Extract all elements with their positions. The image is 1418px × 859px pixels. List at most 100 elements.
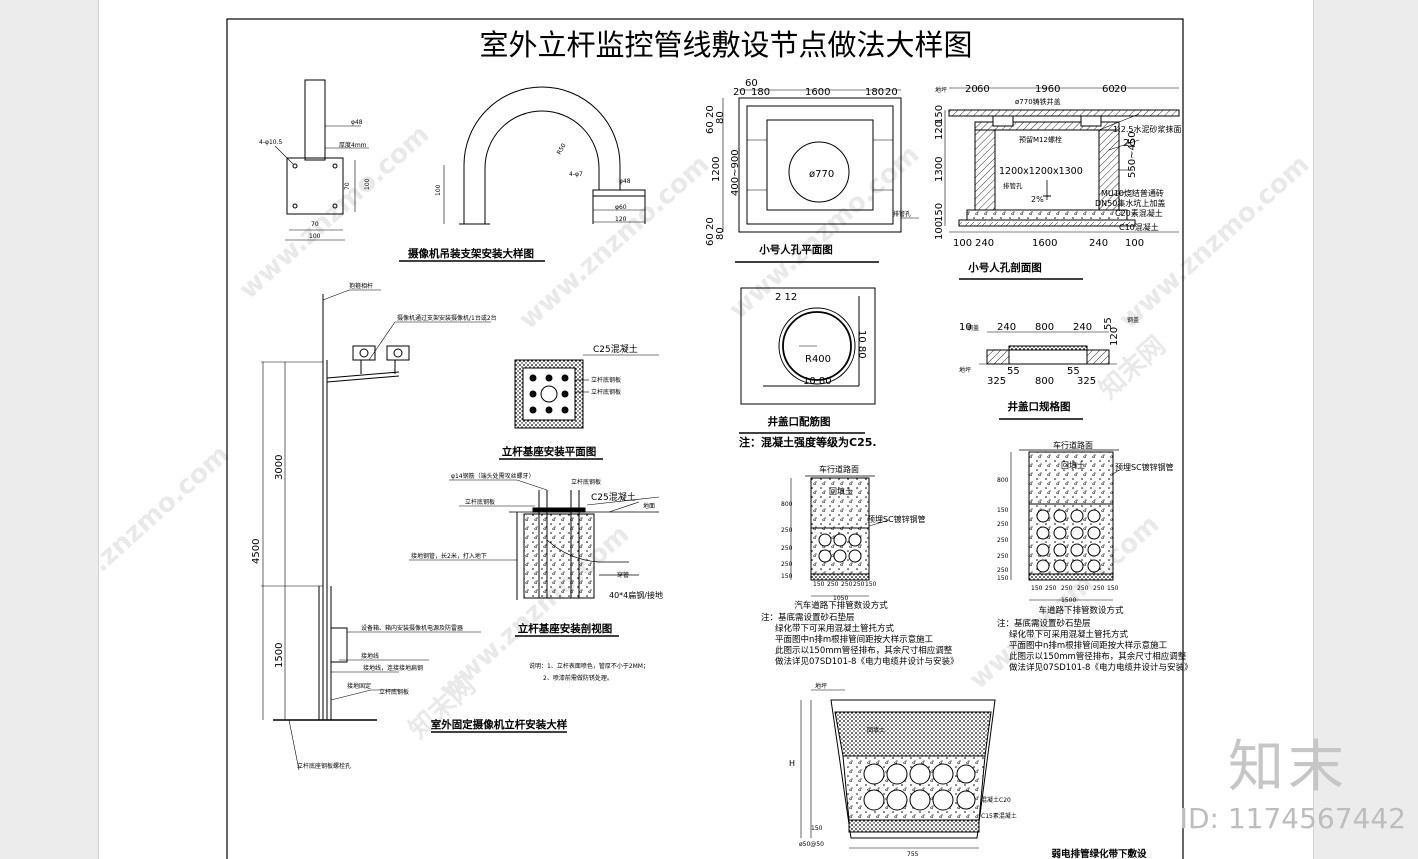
- pole-caption: 室外固定摄像机立杆安装大样: [431, 718, 568, 731]
- cover-dim: 800: [1035, 376, 1054, 387]
- mh-dim: 80: [715, 227, 726, 240]
- ms-label: ø770铸铁井盖: [1015, 97, 1061, 106]
- ms-label: 排管孔: [1003, 181, 1023, 190]
- mh-dim: 400~900: [730, 149, 741, 196]
- lane-dim: 250: [1077, 585, 1089, 592]
- lane-dim: 250: [997, 521, 1009, 528]
- pole-label: 接地线，连接接地扁钢: [363, 664, 423, 672]
- ms-dim: 1300: [934, 157, 945, 182]
- bracket-dim: 100: [435, 184, 442, 196]
- bracket-dim: φ48: [619, 178, 631, 185]
- lane-duct: [1010, 449, 1120, 601]
- bracket-dim: 120: [615, 216, 627, 223]
- pole-note: 说明：1、立杆表面喷色，管厚不小于2MM；: [529, 662, 649, 670]
- base-plan-caption: 立杆基座安装平面图: [502, 445, 597, 458]
- base-section: [409, 479, 660, 600]
- pole-label: 摄像机通过支架安装摄像机/1台或2台: [397, 314, 497, 322]
- section-label: 立杆底钢板: [571, 478, 601, 486]
- watermark-text: www.znzmo.com: [514, 149, 716, 335]
- ms-label: C10混凝土: [1119, 222, 1159, 232]
- ms-dim: 120: [934, 121, 945, 140]
- road-dim: 250: [781, 561, 793, 568]
- weak-dim: 150: [811, 825, 823, 832]
- watermark-text: www.znzmo.com: [99, 439, 235, 625]
- mh-dim: 20: [705, 217, 716, 230]
- lane-dim: 250: [1093, 585, 1105, 592]
- road-note: 平面图中n排m根排管间距按大样示意施工: [775, 634, 934, 645]
- ms-label: 地坪: [935, 86, 947, 94]
- road-note: 做法详见07SD101-8《电力电缆井设计与安装》: [775, 656, 958, 667]
- base-section-caption: 立杆基座安装剖视图: [518, 622, 613, 635]
- cover-dim: 240: [997, 322, 1016, 333]
- watermark-logo: 知末: [1228, 735, 1348, 800]
- pole-dim: 4500: [251, 539, 262, 564]
- bracket-dim: 厚度4mm: [339, 141, 367, 149]
- bracket-dim: 70: [344, 182, 351, 190]
- lane-dim: 800: [997, 477, 1009, 484]
- drawing-paper: www.znzmo.com www.znzmo.com www.znzmo.co…: [98, 0, 1314, 859]
- road-label: 预埋SC镀锌钢管: [867, 514, 926, 524]
- rebar-dim: 10 80: [856, 330, 867, 359]
- ms-label: C20素混凝土: [1115, 208, 1163, 218]
- bracket-dim: 70: [311, 221, 319, 228]
- manhole-section-caption: 小号人孔剖面图: [967, 261, 1042, 274]
- mh-label: 排管孔: [893, 210, 911, 218]
- lane-dim: 250: [997, 567, 1009, 574]
- lane-dim: 250: [997, 553, 1009, 560]
- ms-dim: 20: [1114, 84, 1127, 95]
- lane-caption: 车道路下排管数设方式: [1038, 605, 1124, 616]
- mh-dim: 1600: [805, 87, 830, 98]
- ms-dim: 60: [977, 84, 990, 95]
- ms-dim: 1600: [1032, 238, 1057, 249]
- ms-dim: 100: [934, 221, 945, 240]
- lane-dim: 250: [1061, 585, 1073, 592]
- section-label: φ14钢筋（端头处需攻丝螺牙）: [451, 472, 535, 480]
- rebar-dim: 2 12: [775, 292, 797, 303]
- base-plan: [514, 354, 659, 429]
- road-note: 此图示以150mm管径排布，其余尺寸相应调整: [775, 645, 953, 656]
- manhole-section: [944, 87, 1180, 233]
- pole-note: 2、喷漆前需做防锈处理。: [543, 674, 613, 682]
- section-label: 地面: [643, 502, 655, 510]
- mh-dim: 180: [865, 87, 884, 98]
- ms-dim: 550~450: [1127, 131, 1138, 178]
- pole-label: 立杆底钢板: [379, 688, 409, 696]
- ms-dim: 1960: [1035, 84, 1060, 95]
- drawing-title: 室外立杆监控管线敷设节点做法大样图: [479, 28, 972, 62]
- cover-label: 钢盖: [967, 324, 979, 332]
- lane-note: 注：基底需设置砂石垫层: [997, 618, 1091, 629]
- pole-label: 接地固定: [347, 682, 371, 690]
- road-label: 车行道路面: [819, 464, 859, 474]
- ms-dim: 100: [1125, 238, 1144, 249]
- base-label: C25混凝土: [593, 343, 638, 355]
- weak-caption: 弱电排管绿化带下敷设: [1051, 848, 1147, 859]
- lane-label: 回填土: [1061, 460, 1085, 470]
- lane-dim: 150: [1031, 585, 1043, 592]
- section-label: 接地钢管，长2米，打入地下: [411, 552, 487, 560]
- bracket-dim: 100: [364, 178, 371, 190]
- lane-duct-pipes: [1036, 509, 1101, 573]
- rebar-dim: R400: [805, 354, 831, 365]
- pole-elevation: [261, 289, 491, 771]
- section-label: 40*4扁钢/接地: [609, 590, 663, 600]
- mh-dim: 20: [885, 87, 898, 98]
- section-label: 穿管: [617, 571, 629, 579]
- bracket-arc: [443, 86, 646, 225]
- mh-dim: 1200: [711, 157, 722, 182]
- road-dim: 250: [781, 527, 793, 534]
- ms-dim: 150: [934, 203, 945, 222]
- road-dim: 150: [781, 573, 793, 580]
- ms-dim: 60: [1102, 84, 1115, 95]
- road-dim: 800: [781, 501, 793, 508]
- mh-dim: 180: [751, 87, 770, 98]
- drawing-frame: [226, 18, 1184, 859]
- base-label: 立杆底钢板: [591, 376, 621, 384]
- ms-label: 预留M12螺栓: [1019, 135, 1062, 144]
- cover-dim: 55: [1103, 317, 1114, 330]
- bracket-detail: [274, 79, 369, 241]
- pole-dim: 1500: [274, 643, 285, 668]
- ms-dim: 240: [1089, 238, 1108, 249]
- manhole-plan: [722, 89, 919, 233]
- lane-note: 做法详见07SD101-8《电力电缆井设计与安装》: [1009, 662, 1192, 673]
- bracket-dim: R50: [556, 142, 568, 156]
